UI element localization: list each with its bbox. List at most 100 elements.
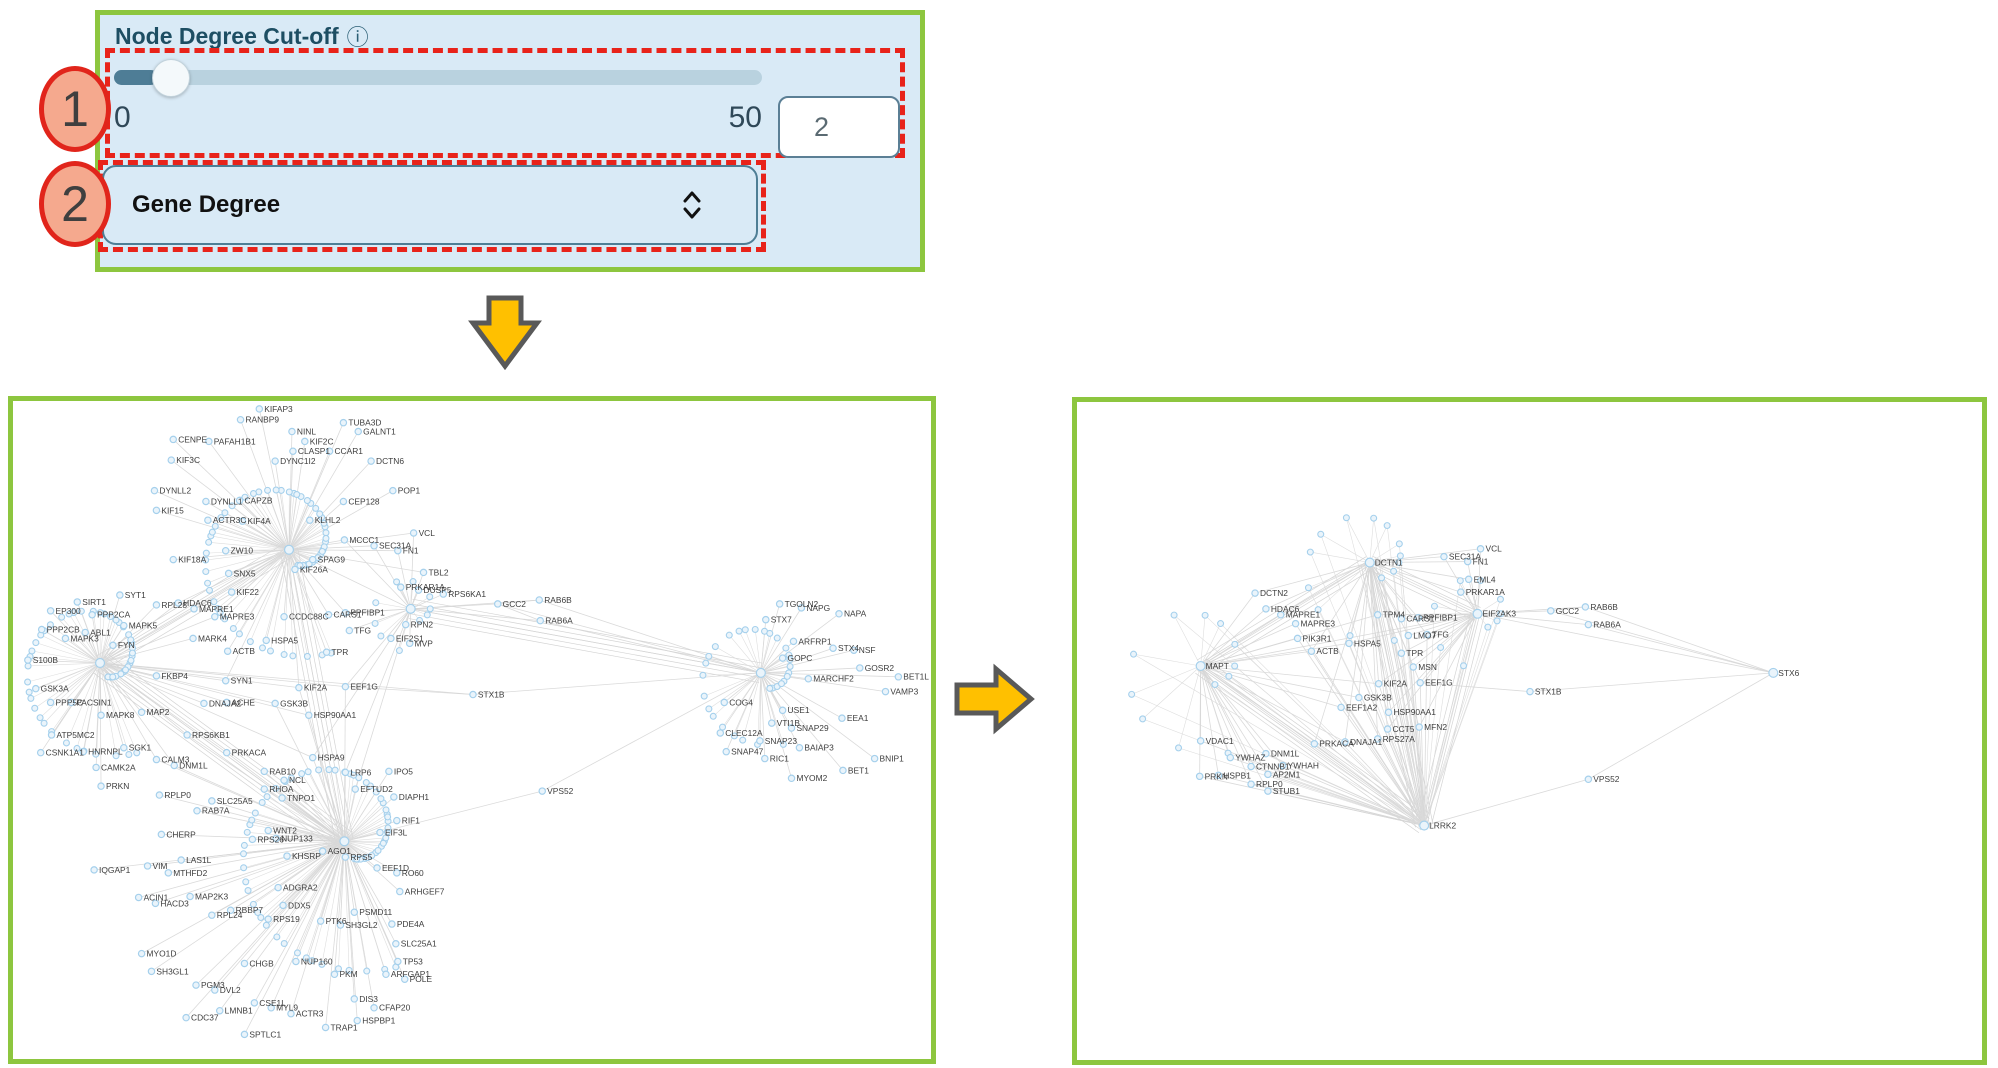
svg-text:TFG: TFG <box>1432 629 1449 639</box>
slider-handle[interactable] <box>152 59 190 97</box>
svg-text:ADGRA2: ADGRA2 <box>283 883 318 893</box>
step-badge-2: 2 <box>39 161 111 247</box>
svg-text:RPN2: RPN2 <box>411 620 434 630</box>
svg-text:TNPO1: TNPO1 <box>287 793 315 803</box>
svg-text:POLE: POLE <box>410 974 433 984</box>
svg-text:CFAP20: CFAP20 <box>379 1003 411 1013</box>
svg-text:NCL: NCL <box>289 775 306 785</box>
svg-text:FN1: FN1 <box>1473 557 1489 567</box>
svg-text:MAPRE1: MAPRE1 <box>1286 610 1321 620</box>
svg-text:EIF3L: EIF3L <box>385 827 408 837</box>
svg-text:KIF26A: KIF26A <box>300 564 328 574</box>
svg-text:EML4: EML4 <box>1474 574 1496 584</box>
svg-text:IPO5: IPO5 <box>394 766 413 776</box>
right-arrow-icon <box>954 663 1035 735</box>
svg-text:CAPZB: CAPZB <box>244 495 272 505</box>
svg-text:MAPK8: MAPK8 <box>106 710 135 720</box>
svg-text:TUBA3D: TUBA3D <box>348 418 381 428</box>
svg-text:CCAR1: CCAR1 <box>334 446 363 456</box>
svg-text:RPS5: RPS5 <box>350 852 372 862</box>
svg-text:ACTR3: ACTR3 <box>296 1009 324 1019</box>
svg-text:FYN: FYN <box>118 640 135 650</box>
svg-text:RPLP0: RPLP0 <box>1256 779 1283 789</box>
svg-text:YWHAH: YWHAH <box>1288 760 1319 770</box>
svg-text:EEF1D: EEF1D <box>382 863 409 873</box>
svg-text:PRKAR1A: PRKAR1A <box>1466 587 1506 597</box>
svg-text:TPM4: TPM4 <box>1383 610 1406 620</box>
svg-text:CLEC12A: CLEC12A <box>725 728 763 738</box>
dropdown-selected-label: Gene Degree <box>132 191 281 218</box>
panel-title: Node Degree Cut-off ⓘ <box>115 20 369 52</box>
svg-text:PRKACA: PRKACA <box>232 748 267 758</box>
svg-text:RPL24: RPL24 <box>217 910 243 920</box>
svg-text:ATP5MC2: ATP5MC2 <box>57 730 95 740</box>
svg-text:ABL1: ABL1 <box>90 627 111 637</box>
step-badge-1: 1 <box>39 66 111 152</box>
svg-text:SPTLC1: SPTLC1 <box>249 1029 281 1039</box>
svg-text:YWHAZ: YWHAZ <box>1235 753 1265 763</box>
svg-text:KIF15: KIF15 <box>161 505 184 515</box>
svg-text:KIF4A: KIF4A <box>247 516 271 526</box>
svg-text:TBL2: TBL2 <box>428 567 448 577</box>
svg-text:PAFAH1B1: PAFAH1B1 <box>214 436 256 446</box>
svg-text:DNAJA2: DNAJA2 <box>209 698 242 708</box>
svg-text:GOSR2: GOSR2 <box>865 663 895 673</box>
slider-min-label: 0 <box>114 101 131 134</box>
svg-text:ACTB: ACTB <box>233 646 256 656</box>
svg-text:CTNNB1: CTNNB1 <box>1256 761 1290 771</box>
svg-text:RPLP0: RPLP0 <box>164 790 191 800</box>
svg-text:RAB6A: RAB6A <box>545 616 573 626</box>
svg-text:MYO1D: MYO1D <box>147 949 177 959</box>
svg-text:CALM3: CALM3 <box>161 755 189 765</box>
svg-text:ACTB: ACTB <box>1316 646 1339 656</box>
svg-text:PGM3: PGM3 <box>201 980 225 990</box>
svg-text:RPS6KA1: RPS6KA1 <box>448 589 486 599</box>
svg-text:MAPRE3: MAPRE3 <box>1301 619 1336 629</box>
node-degree-slider[interactable] <box>114 59 762 97</box>
svg-text:KIF2A: KIF2A <box>1384 679 1408 689</box>
svg-text:SLC25A1: SLC25A1 <box>401 939 437 949</box>
info-icon[interactable]: ⓘ <box>346 25 369 50</box>
svg-text:WNT2: WNT2 <box>273 825 297 835</box>
svg-text:HDAC6: HDAC6 <box>1271 604 1300 614</box>
svg-text:GSK3B: GSK3B <box>280 698 308 708</box>
svg-text:COG4: COG4 <box>729 697 753 707</box>
filtered-network-canvas[interactable]: DCTN1MAPTEIF2AK3LRRK2STX6VCLSEC31AFN1EML… <box>1077 402 1982 1060</box>
svg-text:ARFRP1: ARFRP1 <box>798 636 831 646</box>
svg-text:S100B: S100B <box>33 655 59 665</box>
svg-text:RPS27A: RPS27A <box>1383 734 1416 744</box>
svg-text:PPP2CB: PPP2CB <box>47 624 81 634</box>
svg-text:MAP2: MAP2 <box>147 707 170 717</box>
svg-text:STUB1: STUB1 <box>1273 786 1300 796</box>
svg-text:MCCC1: MCCC1 <box>349 535 379 545</box>
svg-text:RPS6KB1: RPS6KB1 <box>192 730 230 740</box>
svg-text:SNX5: SNX5 <box>234 568 256 578</box>
svg-text:EEF1A2: EEF1A2 <box>1346 702 1378 712</box>
svg-text:KLHL2: KLHL2 <box>315 515 341 525</box>
degree-type-dropdown[interactable]: Gene Degree <box>102 165 758 245</box>
svg-text:ZW10: ZW10 <box>231 546 254 556</box>
slider-fill <box>114 70 158 85</box>
svg-text:SGK1: SGK1 <box>129 743 152 753</box>
svg-text:ACIN1: ACIN1 <box>144 892 169 902</box>
svg-text:RO60: RO60 <box>402 868 424 878</box>
svg-text:PDE4A: PDE4A <box>397 919 425 929</box>
svg-text:DCTN1: DCTN1 <box>1375 558 1403 568</box>
svg-text:HDAC6: HDAC6 <box>183 598 212 608</box>
svg-text:VTI1B: VTI1B <box>777 718 801 728</box>
svg-text:LRRK2: LRRK2 <box>1429 821 1456 831</box>
svg-text:KIFAP3: KIFAP3 <box>264 404 293 414</box>
svg-text:RIC1: RIC1 <box>770 754 789 764</box>
svg-text:STX7: STX7 <box>771 615 792 625</box>
svg-text:CAMK2A: CAMK2A <box>101 762 136 772</box>
svg-text:CSNK1A1: CSNK1A1 <box>46 748 85 758</box>
step-badge-2-number: 2 <box>61 176 89 232</box>
degree-value-input[interactable] <box>778 96 900 158</box>
svg-text:BET1: BET1 <box>848 765 869 775</box>
svg-text:SLC25A5: SLC25A5 <box>217 796 253 806</box>
svg-text:MYOM2: MYOM2 <box>796 773 827 783</box>
svg-text:USE1: USE1 <box>788 705 810 715</box>
